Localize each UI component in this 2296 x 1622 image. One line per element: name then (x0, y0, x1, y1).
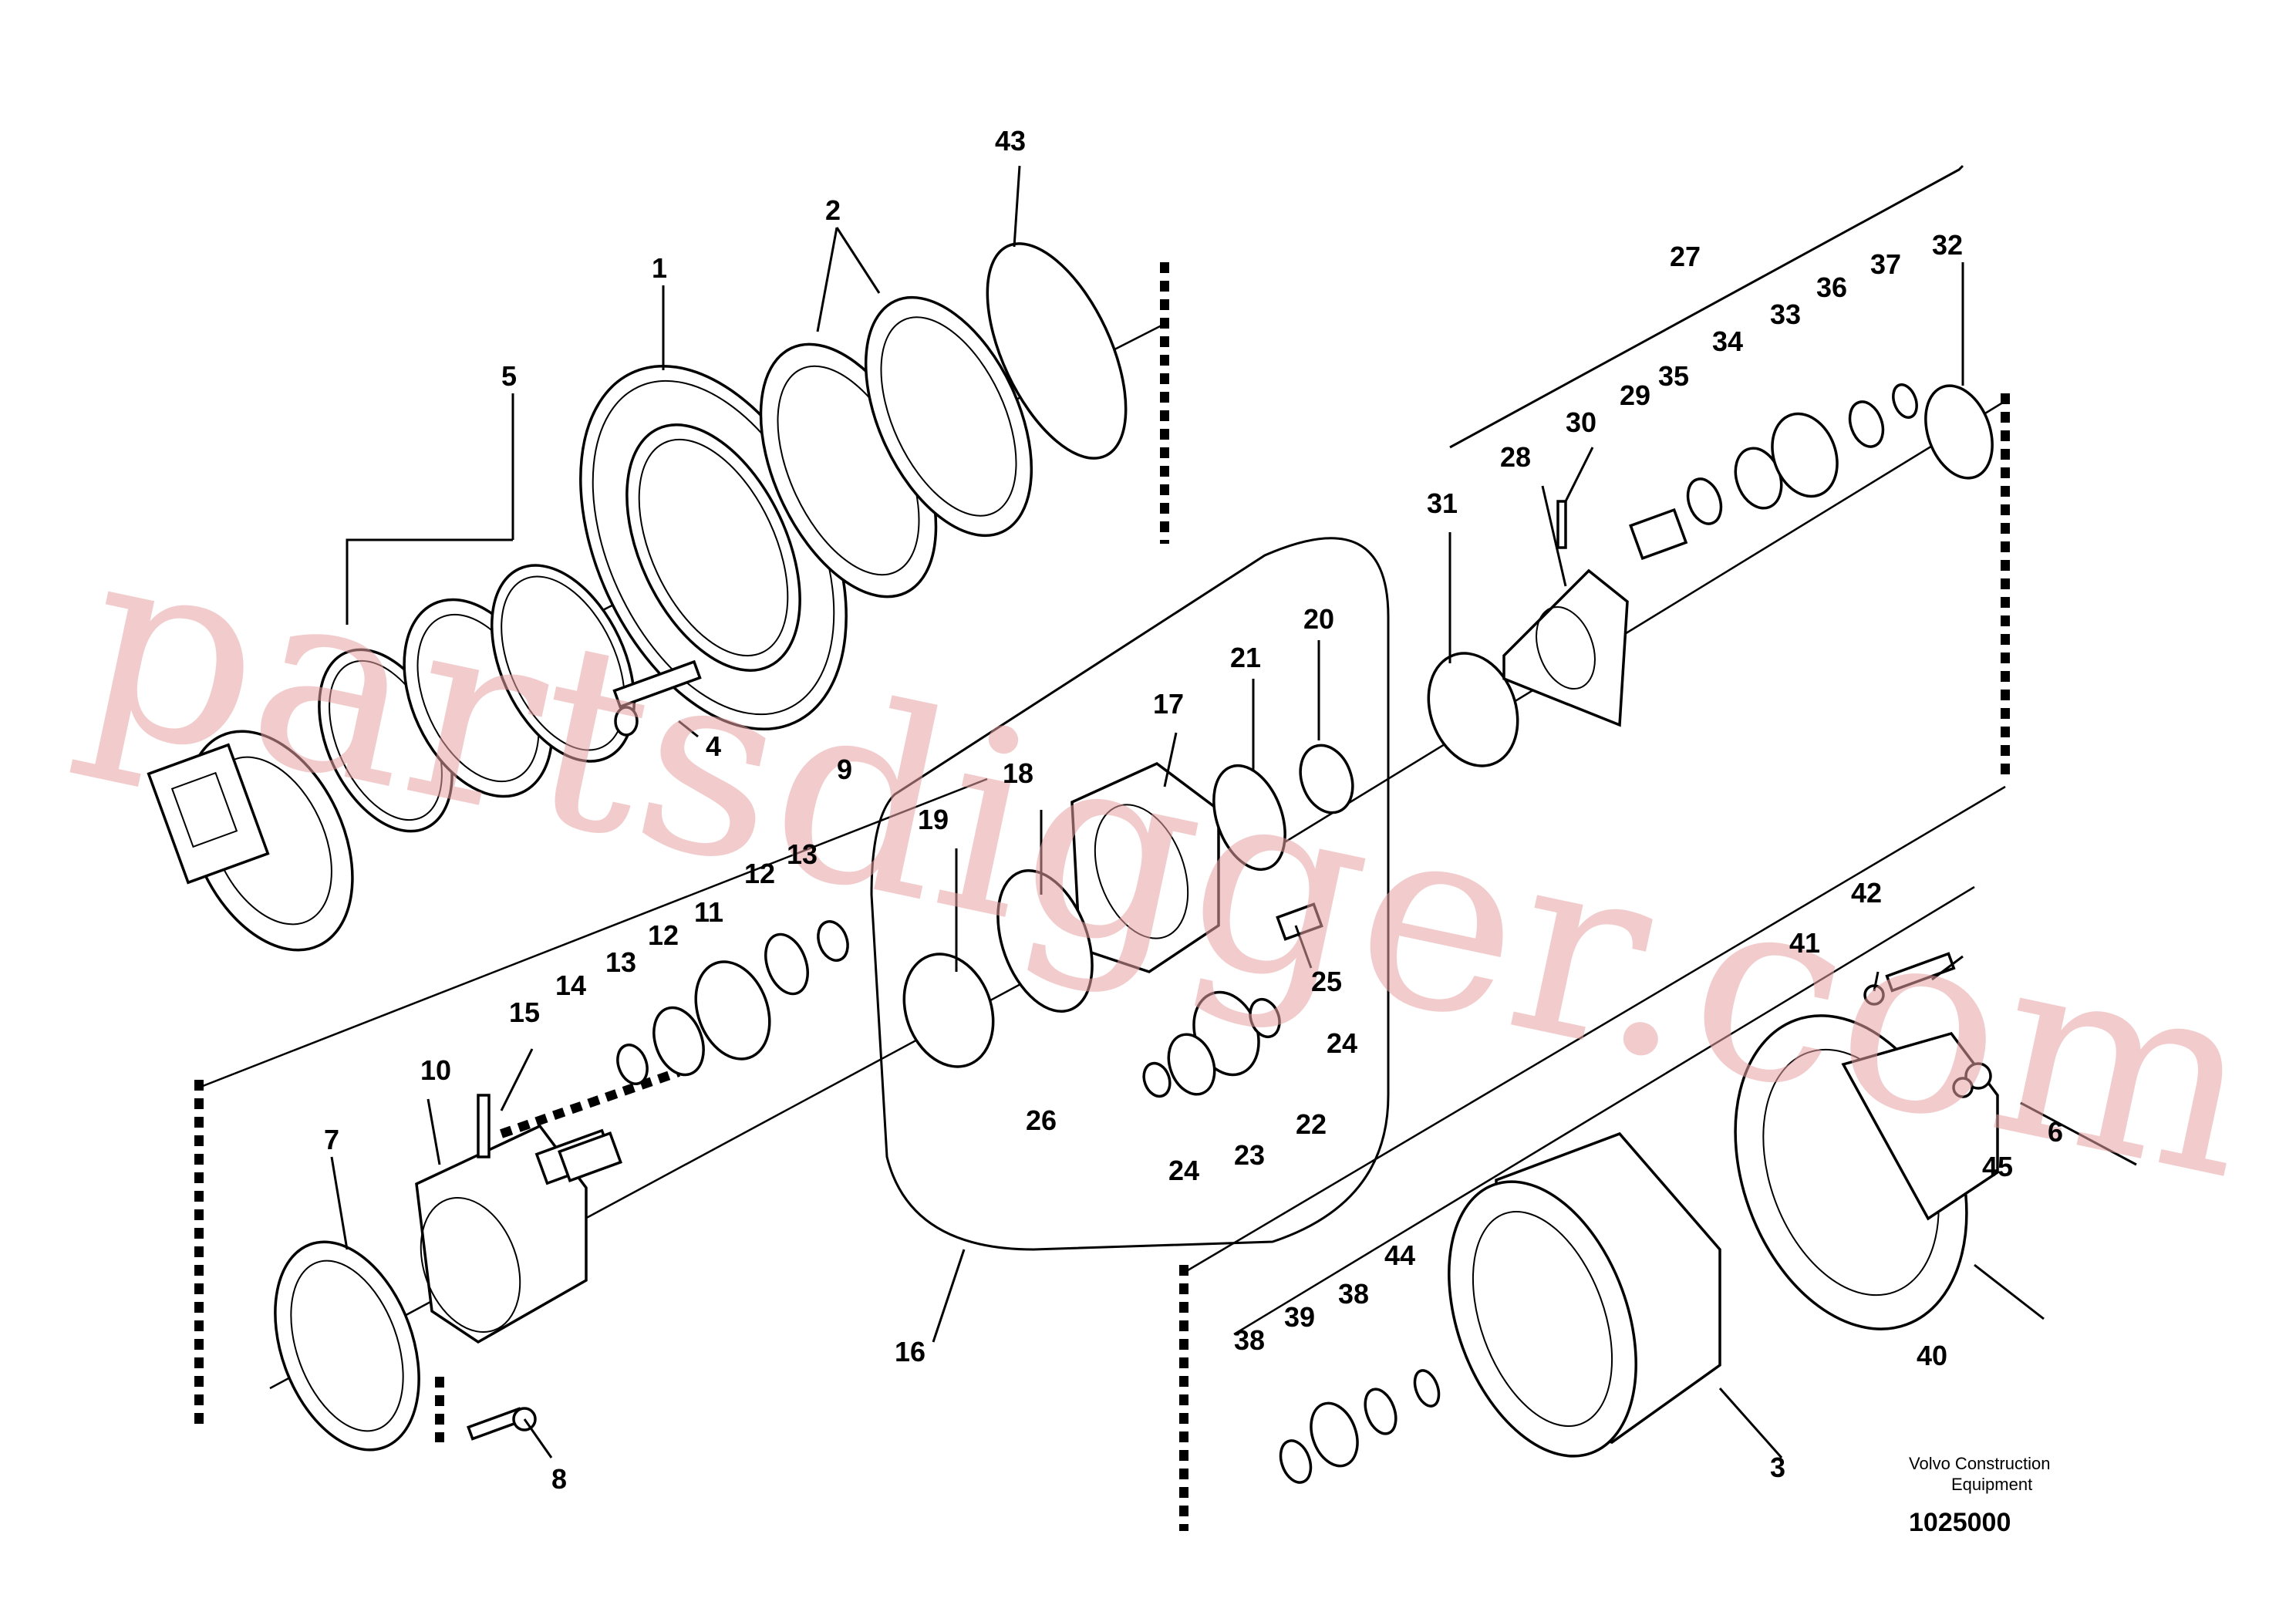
callout-34: 34 (1712, 325, 1743, 357)
callout-38a: 38 (1234, 1324, 1265, 1356)
callout-7: 7 (324, 1124, 339, 1155)
callout-44: 44 (1384, 1239, 1415, 1271)
callout-28: 28 (1500, 441, 1531, 473)
callout-14: 14 (555, 969, 586, 1001)
callout-18: 18 (1003, 757, 1033, 789)
callout-29: 29 (1620, 379, 1650, 411)
callout-20: 20 (1303, 603, 1334, 635)
callout-15: 15 (509, 996, 540, 1028)
callout-26: 26 (1026, 1104, 1057, 1136)
callout-8: 8 (551, 1463, 567, 1495)
cover-7 (274, 1240, 420, 1452)
callout-2: 2 (825, 194, 841, 226)
callout-42: 42 (1851, 877, 1882, 909)
planet-gears-left (616, 920, 849, 1085)
lower-right-parts (1279, 952, 1999, 1484)
callout-39: 39 (1284, 1301, 1315, 1333)
callout-4: 4 (706, 730, 721, 762)
callout-32: 32 (1932, 229, 1963, 261)
callout-5: 5 (501, 360, 517, 392)
callout-27: 27 (1670, 241, 1701, 272)
callout-17: 17 (1153, 688, 1184, 720)
upper-right-parts (1427, 383, 1994, 767)
callout-16: 16 (895, 1336, 925, 1367)
callout-labels: 1 2 3 4 5 7 8 9 10 11 12 12 13 13 14 15 … (324, 125, 2063, 1495)
pin-15 (477, 1094, 491, 1158)
seal-rings (318, 564, 636, 833)
callout-31: 31 (1427, 487, 1458, 519)
callout-30: 30 (1566, 406, 1596, 438)
callout-33: 33 (1770, 298, 1801, 330)
planetary-parts (902, 744, 1354, 1098)
callout-3: 3 (1770, 1452, 1785, 1483)
callout-13b: 13 (605, 946, 636, 978)
document-number: 1025000 (1909, 1508, 2011, 1537)
motor-housing (147, 730, 354, 952)
callout-40: 40 (1917, 1340, 1947, 1371)
callout-43: 43 (995, 125, 1026, 157)
callout-6: 6 (2048, 1116, 2063, 1148)
callout-25: 25 (1311, 966, 1342, 997)
credit-line-1: Volvo Construction (1909, 1454, 2050, 1473)
bolt-8 (467, 1407, 537, 1441)
dashed-frames (194, 262, 2010, 1531)
callout-24b: 24 (1168, 1155, 1199, 1186)
planetary-group-box (870, 537, 1390, 1251)
callout-11: 11 (694, 896, 723, 928)
callout-36: 36 (1816, 271, 1847, 303)
snap-ring-43 (986, 242, 1128, 460)
callout-13a: 13 (787, 838, 818, 870)
callout-37: 37 (1870, 248, 1901, 280)
credit-line-2: Equipment (1951, 1475, 2032, 1494)
watermark: partsdigger.com (61, 488, 2280, 1236)
callout-22: 22 (1296, 1108, 1327, 1140)
bearings-2 (759, 295, 1033, 599)
bolt-4 (612, 659, 702, 737)
callout-38b: 38 (1338, 1278, 1369, 1310)
leader-lines (330, 164, 2137, 1458)
callout-41: 41 (1789, 927, 1820, 959)
callout-23: 23 (1234, 1139, 1265, 1171)
pin-14 (558, 1131, 622, 1183)
callout-21: 21 (1230, 642, 1261, 673)
callout-12a: 12 (744, 858, 775, 889)
callout-9: 9 (837, 754, 852, 785)
callout-24a: 24 (1327, 1027, 1357, 1059)
callout-1: 1 (652, 252, 667, 284)
callout-10: 10 (420, 1054, 451, 1086)
callout-19: 19 (918, 804, 949, 835)
callout-12b: 12 (648, 919, 679, 951)
callout-45: 45 (1982, 1151, 2013, 1182)
callout-35: 35 (1658, 360, 1689, 392)
